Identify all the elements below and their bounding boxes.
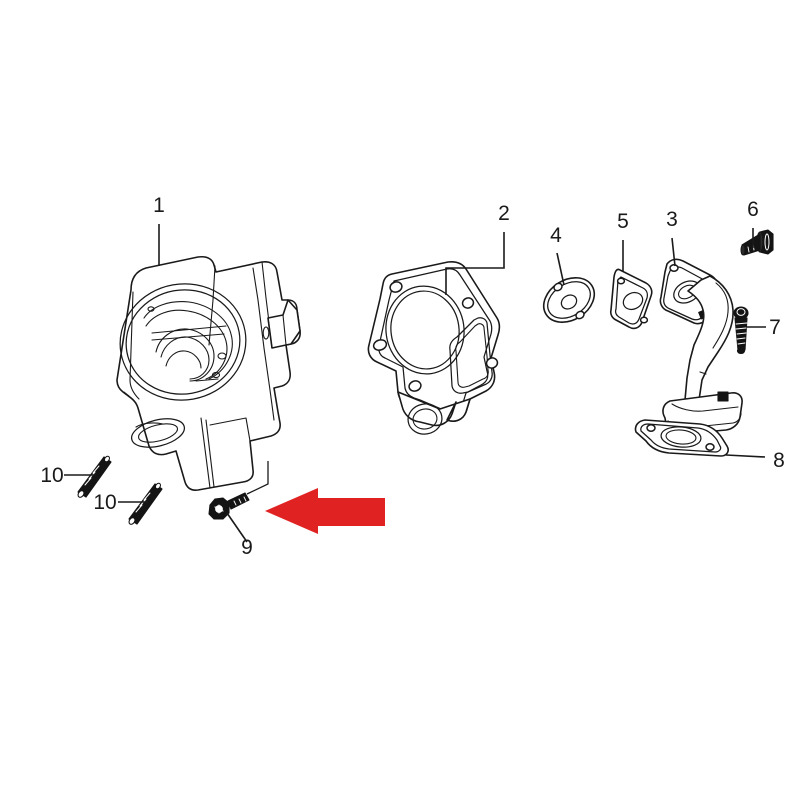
part-9-tensioner-bolt[interactable] bbox=[208, 461, 269, 520]
callout-2-label: 2 bbox=[498, 202, 510, 225]
callout-9-label: 9 bbox=[241, 536, 253, 559]
callout-9-leader bbox=[226, 512, 248, 543]
callout-8-label: 8 bbox=[773, 449, 785, 472]
part-2-head-gasket[interactable] bbox=[367, 260, 501, 437]
part-8-exhaust-port-gasket[interactable] bbox=[634, 419, 729, 457]
part-10-stud-bolt-a[interactable] bbox=[77, 455, 112, 498]
part-6-flange-bolt[interactable] bbox=[740, 229, 774, 256]
callout-4-leader bbox=[556, 252, 565, 286]
callout-7-label: 7 bbox=[769, 316, 781, 339]
callout-5-label: 5 bbox=[617, 210, 629, 233]
part-7-manifold-screw[interactable] bbox=[733, 306, 749, 355]
callout-10a-label: 10 bbox=[40, 464, 63, 487]
callout-3-leader bbox=[671, 237, 676, 267]
part-10-stud-bolt-b[interactable] bbox=[128, 482, 163, 525]
callout-4-label: 4 bbox=[550, 224, 562, 247]
callout-10b-label: 10 bbox=[93, 491, 116, 514]
part-5-insulator-gasket-inner[interactable] bbox=[609, 268, 653, 330]
callout-1-label: 1 bbox=[153, 194, 165, 217]
callout-2-leader bbox=[445, 232, 505, 295]
callout-8-leader bbox=[725, 454, 766, 458]
callout-3-label: 3 bbox=[666, 208, 678, 231]
part-4-insulator-gasket-outer[interactable] bbox=[536, 269, 603, 332]
part-3-intake-manifold[interactable] bbox=[659, 258, 743, 435]
callout-6-label: 6 bbox=[747, 198, 759, 221]
part-1-cylinder-block[interactable] bbox=[111, 255, 301, 491]
red-pointer-arrow bbox=[265, 488, 385, 534]
